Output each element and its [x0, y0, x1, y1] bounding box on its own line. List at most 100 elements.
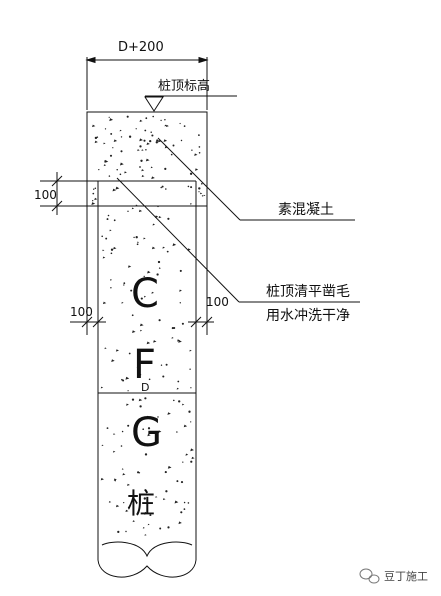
aggregate-speck	[155, 496, 158, 498]
aggregate-speck	[146, 341, 151, 345]
watermark: 豆丁施工	[359, 568, 428, 584]
aggregate-speck	[157, 205, 159, 208]
aggregate-speck	[162, 375, 165, 378]
aggregate-speck	[143, 139, 146, 142]
aggregate-speck	[187, 502, 190, 504]
aggregate-speck	[179, 122, 181, 125]
aggregate-speck	[143, 295, 147, 298]
aggregate-speck	[179, 269, 182, 272]
plain-concrete-label: 素混凝土	[278, 202, 334, 218]
aggregate-speck	[102, 256, 106, 259]
aggregate-speck	[127, 390, 129, 392]
aggregate-speck	[198, 134, 200, 137]
aggregate-speck	[179, 302, 181, 304]
aggregate-speck	[159, 527, 162, 530]
aggregate-speck	[115, 186, 120, 190]
aggregate-speck	[130, 289, 133, 292]
aggregate-speck	[101, 235, 103, 238]
aggregate-speck	[119, 173, 122, 176]
aggregate-speck	[94, 140, 98, 144]
aggregate-speck	[181, 322, 184, 325]
note-line-1: 桩顶清平凿毛	[266, 283, 350, 300]
aggregate-speck	[185, 453, 189, 456]
pile-char-f: F	[133, 342, 156, 388]
aggregate-speck	[135, 236, 138, 239]
aggregate-speck	[144, 511, 148, 515]
aggregate-speck	[125, 376, 130, 380]
aggregate-speck	[166, 250, 169, 253]
aggregate-speck	[190, 186, 193, 189]
aggregate-speck	[145, 158, 150, 162]
aggregate-speck	[148, 378, 151, 381]
aggregate-speck	[176, 387, 180, 390]
aggregate-speck	[144, 488, 147, 491]
aggregate-speck	[111, 359, 115, 362]
aggregate-speck	[139, 323, 144, 327]
aggregate-speck	[108, 501, 112, 503]
aggregate-speck	[151, 176, 155, 180]
aggregate-speck	[141, 169, 145, 172]
aggregate-speck	[123, 501, 125, 504]
aggregate-speck	[109, 229, 112, 232]
pile-char-c: C	[131, 271, 159, 317]
aggregate-speck	[190, 460, 193, 463]
aggregate-speck	[189, 172, 193, 175]
aggregate-speck	[180, 511, 183, 514]
aggregate-speck	[191, 149, 193, 151]
aggregate-speck	[172, 243, 177, 247]
pile-char-g: G	[131, 410, 162, 456]
aggregate-speck	[110, 287, 112, 289]
aggregate-speck	[156, 139, 159, 142]
aggregate-speck	[189, 349, 192, 352]
aggregate-speck	[152, 115, 155, 118]
aggregate-speck	[151, 134, 154, 137]
aggregate-speck	[92, 192, 95, 195]
aggregate-speck	[165, 124, 169, 128]
aggregate-speck	[136, 243, 139, 246]
aggregate-speck	[162, 246, 166, 249]
aggregate-speck	[183, 508, 186, 510]
aggregate-speck	[127, 424, 130, 427]
aggregate-speck	[183, 424, 188, 428]
aggregate-speck	[109, 154, 113, 157]
left-gap-dimension	[70, 316, 106, 328]
chat-bubble-icon	[359, 568, 380, 584]
aggregate-speck	[112, 147, 114, 149]
aggregate-speck	[124, 171, 127, 174]
aggregate-speck	[179, 289, 182, 292]
aggregate-speck	[157, 139, 162, 143]
aggregate-speck	[100, 477, 104, 481]
aggregate-speck	[94, 187, 97, 190]
aggregate-speck	[144, 453, 148, 456]
aggregate-speck	[167, 526, 170, 529]
aggregate-speck	[157, 260, 161, 264]
pile-bottom-inner	[101, 541, 193, 558]
aggregate-speck	[92, 200, 94, 202]
aggregate-speck	[140, 329, 143, 332]
aggregate-speck	[152, 223, 156, 226]
aggregate-speck	[190, 203, 193, 205]
aggregate-speck	[158, 430, 162, 433]
aggregate-speck	[140, 159, 143, 162]
aggregate-speck	[147, 523, 150, 526]
aggregate-speck	[187, 185, 190, 188]
aggregate-speck	[135, 128, 137, 130]
aggregate-speck	[123, 282, 126, 285]
aggregate-speck	[188, 410, 191, 413]
aggregate-speck	[102, 301, 107, 305]
aggregate-speck	[110, 132, 113, 135]
aggregate-speck	[108, 175, 111, 177]
aggregate-speck	[162, 498, 166, 501]
aggregate-speck	[139, 138, 143, 142]
aggregate-speck	[144, 534, 147, 536]
aggregate-speck	[198, 191, 200, 193]
pile-top-elevation-label: 桩顶标高	[158, 78, 210, 94]
aggregate-speck	[147, 433, 151, 437]
aggregate-speck	[203, 194, 206, 197]
aggregate-speck	[100, 386, 104, 389]
aggregate-speck	[113, 139, 118, 142]
aggregate-speck	[178, 521, 182, 525]
aggregate-speck	[160, 364, 163, 366]
aggregate-speck	[113, 246, 117, 250]
aggregate-speck	[150, 131, 152, 134]
